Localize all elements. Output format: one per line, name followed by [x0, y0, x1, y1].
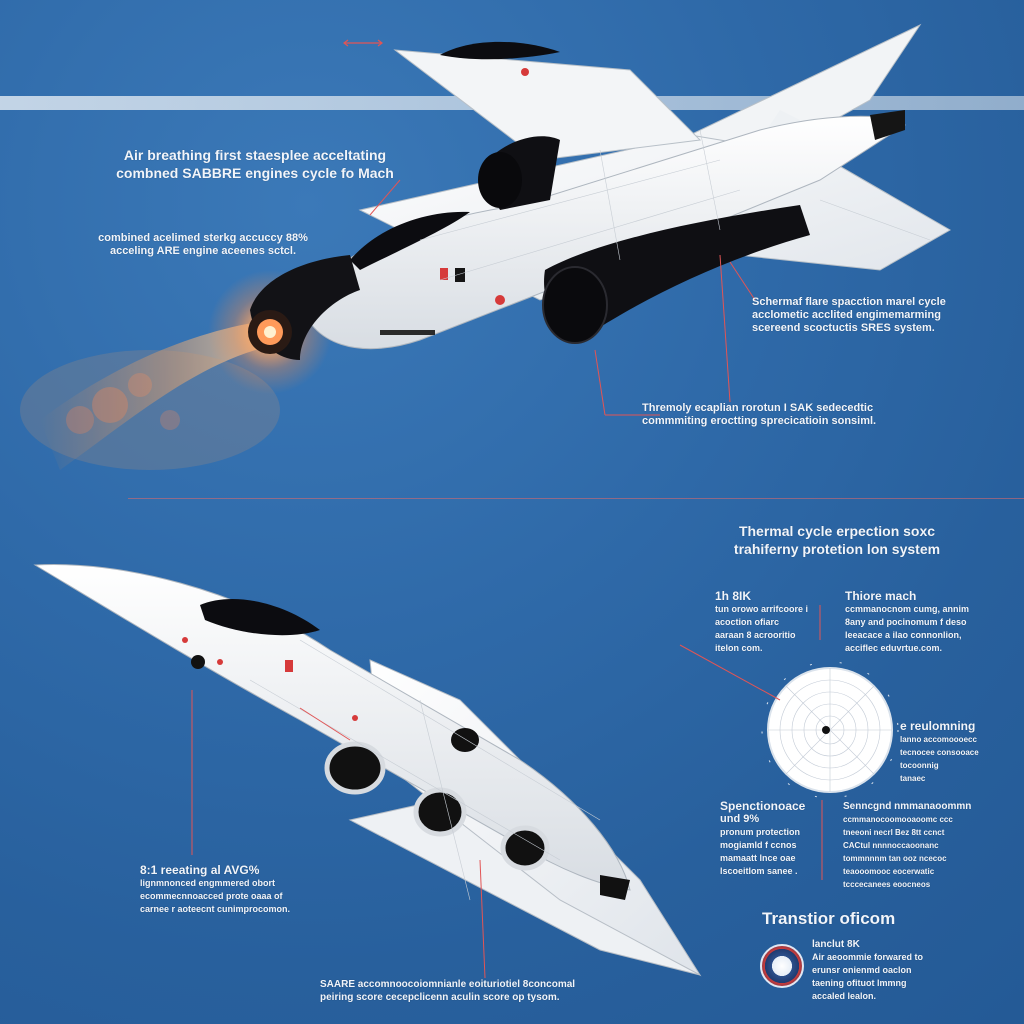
panel-line: acoction ofiarc	[715, 617, 780, 627]
engine-note: Schermaf flare spacction marel cycle acc…	[752, 296, 982, 335]
transition-line: taening ofituot lmmng	[812, 978, 907, 988]
section-title-line: trahiferny protetion lon system	[733, 541, 941, 557]
panel-line: und 9%	[720, 813, 760, 825]
section-divider	[128, 498, 1024, 499]
note-line: carnee r aoteecnt cunimprocomon.	[140, 904, 291, 914]
radar-dial	[761, 661, 899, 799]
panel-line: lanno accomoooecc	[900, 735, 977, 744]
panel-heading: Senncgnd nmmanaoommn	[843, 801, 972, 812]
panel-line: pronum protection	[720, 827, 800, 837]
panel-line: mogiamld f ccnos	[720, 840, 797, 850]
panel-left-bottom: Spenctionoace und 9% pronum protection m…	[720, 800, 830, 878]
panel-line: CACtul nnnnoccaoonanc	[843, 841, 939, 850]
left-note-line: acceling ARE engine aceenes sctcl.	[109, 245, 297, 257]
bottom-left-note: 8:1 reeating al AVG% lignmnonced engmmer…	[140, 864, 380, 916]
scale-marker	[343, 39, 383, 47]
engine-note-line: acclometic acclited engimemarming	[752, 309, 941, 321]
transition-note: lanclut 8K Air aeoommie forwared to erun…	[812, 938, 972, 1003]
panel-line: acciflec eduvrtue.com.	[845, 643, 943, 653]
panel-heading: Spenctionoace	[720, 799, 806, 813]
header-note-line: Air breathing first staesplee acceltatin…	[123, 147, 387, 163]
panel-line: tommnnnm tan ooz ncecoc	[843, 854, 947, 863]
transition-line: erunsr onienmd oaclon	[812, 965, 912, 975]
panel-line: tecnocee consooace	[900, 748, 979, 757]
panel-line: ccmmanocnom cumg, annim	[845, 604, 970, 614]
panel-heading: Thiore mach	[845, 589, 917, 603]
header-note-line: combned SABBRE engines cycle fo Mach	[116, 165, 394, 181]
left-note-line: combined acelimed sterkg accuccy 88%	[98, 232, 308, 244]
note-line: ecommecnnoacced prote oaaa of	[140, 891, 283, 901]
engine-note-line: Schermaf flare spacction marel cycle	[752, 296, 946, 308]
emblem-icon	[760, 944, 804, 988]
panel-right-mid: e reulomning lanno accomoooecc tecnocee …	[900, 720, 1010, 785]
panel-left-top: 1h 8IK tun orowo arrifcoore i acoction o…	[715, 590, 825, 655]
annotation-lines	[191, 179, 823, 979]
section-title: Thermal cycle erpection soxc trahiferny …	[712, 522, 962, 558]
transition-title: Transtior oficom	[762, 909, 896, 928]
transition-line: accaled lealon.	[812, 991, 877, 1001]
panel-line: mamaatt lnce oae	[720, 853, 796, 863]
panel-line: tanaec	[900, 774, 926, 783]
panel-line: tneeoni necrl Bez 8tt ccnct	[843, 828, 945, 837]
panel-right-top: Thiore mach ccmmanocnom cumg, annim 8any…	[845, 590, 1015, 655]
panel-line: leeacace a ilao connonlion,	[845, 630, 962, 640]
panel-line: itelon com.	[715, 643, 763, 653]
transition-line: Air aeoommie forwared to	[812, 952, 924, 962]
panel-heading: e reulomning	[900, 719, 976, 733]
panel-line: ccmmanocoomooaoomc ccc	[843, 815, 953, 824]
thermal-note-line: Thremoly ecaplian rorotun I SAK sedecedt…	[642, 402, 874, 414]
panel-line: tocoonnig	[900, 761, 939, 770]
header-note: Air breathing first staesplee acceltatin…	[100, 146, 410, 182]
note-heading: 8:1 reeating al AVG%	[140, 863, 260, 877]
engine-note-line: scereend scoctuctis SRES system.	[752, 322, 935, 334]
thermal-note-line: commmiting eroctting sprecicatioin sonsi…	[642, 415, 877, 427]
panel-line: 8any and pocinomum f deso	[845, 617, 967, 627]
section-title-line: Thermal cycle erpection soxc	[738, 523, 936, 539]
bottom-center-note: SAARE accomnoocoiomnianle eoituriotiel 8…	[320, 978, 620, 1004]
panel-line: tcccecanees eoocneos	[843, 880, 931, 889]
panel-right-bottom: Senncgnd nmmanaoommn ccmmanocoomooaoomc …	[843, 800, 1013, 891]
panel-line: aaraan 8 acrooritio	[715, 630, 796, 640]
panel-line: lscoeitlom sanee .	[720, 866, 798, 876]
note-line: SAARE accomnoocoiomnianle eoituriotiel 8…	[320, 979, 576, 990]
left-note: combined acelimed sterkg accuccy 88% acc…	[78, 232, 328, 258]
panel-line: tun orowo arrifcoore i	[715, 604, 809, 614]
thermal-note: Thremoly ecaplian rorotun I SAK sedecedt…	[642, 402, 912, 428]
transition-line: lanclut 8K	[812, 939, 860, 950]
note-line: lignmnonced engmmered obort	[140, 878, 276, 888]
bottom-aircraft	[33, 563, 702, 977]
note-line: peiring score cecepclicenn aculin score …	[320, 992, 560, 1003]
panel-heading: 1h 8IK	[715, 589, 752, 603]
panel-line: teaooomooc eocerwatic	[843, 867, 935, 876]
top-aircraft	[248, 23, 952, 360]
